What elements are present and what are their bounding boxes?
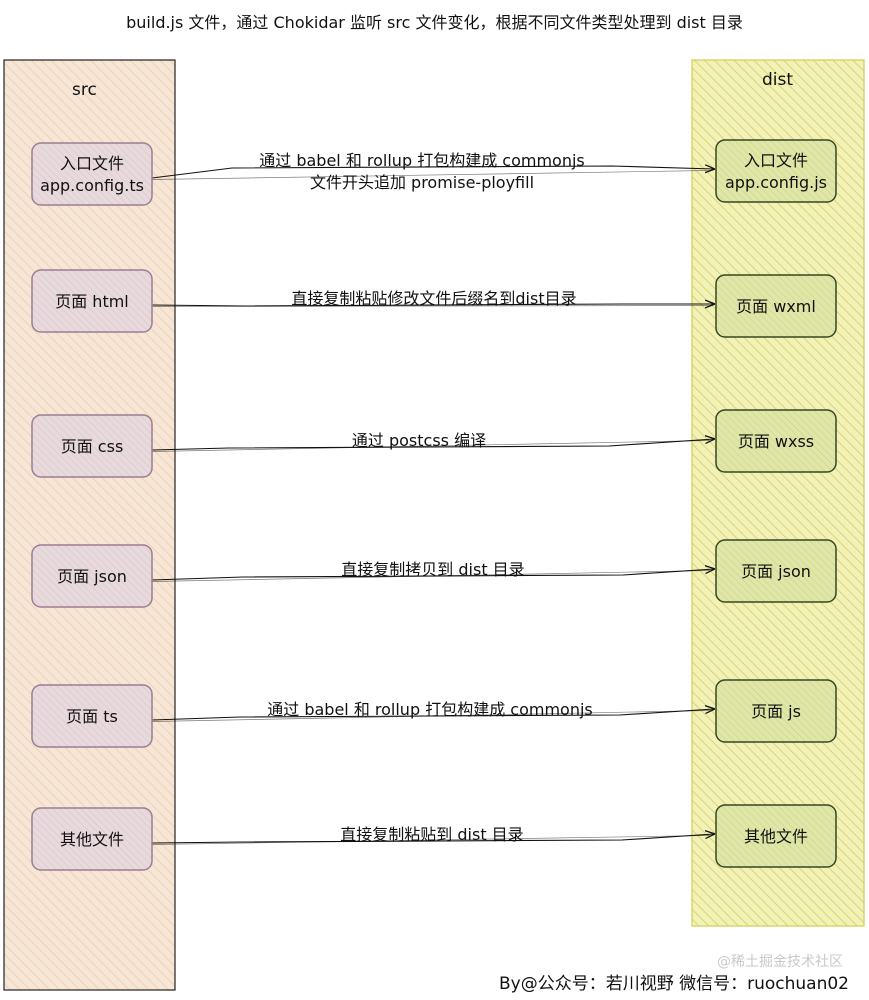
dist-node-label: 页面 js: [751, 702, 801, 721]
edge-label: 文件开头追加 promise-ployfill: [310, 173, 534, 192]
dist-node-box: [715, 409, 837, 473]
src-nodes: 入口文件 app.config.ts 页面 html 页面 css 页面 json 页面 …: [31, 142, 153, 871]
dist-node-1: 入口文件 app.config.js: [715, 139, 837, 203]
edge-sketch-line: [151, 835, 711, 845]
src-node-3: 页面 css: [31, 414, 153, 478]
edge-5: 通过 babel 和 rollup 打包构建成 commonjs: [151, 700, 714, 722]
dist-node-label: 页面 wxss: [738, 432, 814, 451]
edge-1: 通过 babel 和 rollup 打包构建成 commonjs 文件开头追加 p…: [151, 151, 714, 192]
diagram-title: build.js 文件，通过 Chokidar 监听 src 文件变化，根据不同…: [126, 13, 743, 32]
src-node-4: 页面 json: [31, 544, 153, 608]
src-node-label: 其他文件: [60, 830, 124, 849]
footer-credit: By@公众号：若川视野 微信号：ruochuan02: [498, 974, 849, 994]
src-node-label: 页面 ts: [66, 707, 118, 726]
src-column-label: src: [72, 80, 97, 100]
src-node-box: [31, 414, 153, 478]
dist-node-label: 页面 json: [741, 562, 811, 581]
dist-node-3: 页面 wxss: [715, 409, 837, 473]
dist-node-2: 页面 wxml: [715, 274, 837, 338]
edge-4: 直接复制拷贝到 dist 目录: [151, 560, 714, 582]
edge-label: 通过 babel 和 rollup 打包构建成 commonjs: [267, 700, 593, 719]
edge-sketch-line: [151, 710, 711, 722]
dist-node-box: [715, 539, 837, 603]
dist-column: [691, 59, 865, 927]
dist-node-6: 其他文件: [715, 804, 837, 868]
src-node-label: 入口文件: [60, 154, 124, 173]
dist-node-label: 入口文件: [744, 151, 808, 170]
dist-node-label: 其他文件: [744, 827, 808, 846]
edge-sketch-line: [151, 570, 711, 582]
src-node-box: [31, 544, 153, 608]
edge-arrow: [151, 834, 714, 844]
edge-label: 直接复制粘贴到 dist 目录: [340, 825, 523, 844]
dist-node-box: [715, 679, 837, 743]
edge-sketch-line: [151, 305, 711, 307]
edge-arrow: [151, 439, 714, 451]
dist-node-box: [715, 804, 837, 868]
edge-label: 直接复制粘贴修改文件后缀名到dist目录: [291, 289, 576, 308]
dist-node-5: 页面 js: [715, 679, 837, 743]
edge-6: 直接复制粘贴到 dist 目录: [151, 825, 714, 845]
src-node-label: app.config.ts: [40, 176, 144, 195]
edge-sketch-line: [151, 170, 711, 180]
src-node-label: 页面 json: [57, 567, 127, 586]
dist-node-4: 页面 json: [715, 539, 837, 603]
src-node-box: [31, 269, 153, 333]
dist-node-label: 页面 wxml: [736, 297, 816, 316]
src-node-5: 页面 ts: [31, 684, 153, 748]
src-node-2: 页面 html: [31, 269, 153, 333]
src-node-6: 其他文件: [31, 807, 153, 871]
edges-layer: 通过 babel 和 rollup 打包构建成 commonjs 文件开头追加 p…: [151, 151, 714, 845]
dist-column-label: dist: [762, 70, 794, 90]
edge-3: 通过 postcss 编译: [151, 431, 714, 452]
dist-node-box: [715, 139, 837, 203]
src-node-box: [31, 807, 153, 871]
src-node-1: 入口文件 app.config.ts: [31, 142, 153, 206]
src-node-label: 页面 html: [55, 292, 129, 311]
edge-label: 通过 babel 和 rollup 打包构建成 commonjs: [259, 151, 585, 170]
dist-node-box: [715, 274, 837, 338]
edge-sketch-line: [151, 440, 711, 452]
edge-arrow: [151, 166, 714, 179]
edge-arrow: [151, 304, 714, 306]
src-node-box: [31, 142, 153, 206]
dist-node-label: app.config.js: [725, 173, 827, 192]
watermark: @稀土掘金技术社区: [717, 954, 843, 970]
src-node-label: 页面 css: [61, 437, 124, 456]
edge-label: 通过 postcss 编译: [352, 431, 486, 450]
edge-2: 直接复制粘贴修改文件后缀名到dist目录: [151, 289, 714, 308]
src-node-box: [31, 684, 153, 748]
edge-label: 直接复制拷贝到 dist 目录: [341, 560, 524, 579]
dist-nodes: 入口文件 app.config.js 页面 wxml 页面 wxss 页面 json 页面…: [715, 139, 837, 868]
